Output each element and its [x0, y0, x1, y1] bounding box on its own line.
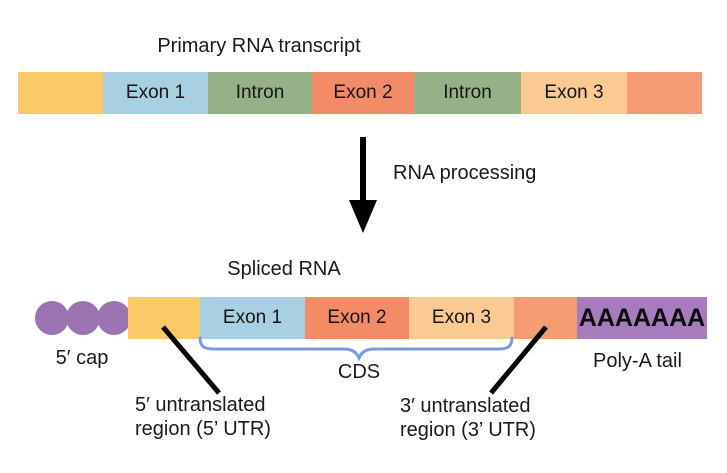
poly-a-tail-label: Poly-A tail: [593, 350, 682, 372]
utr5-label-line2: region (5’ UTR): [135, 418, 271, 440]
utr3-label-line2: region (3’ UTR): [400, 419, 536, 441]
cds-label: CDS: [337, 361, 381, 383]
cds-brace: [198, 336, 514, 362]
segment-exon-2: Exon 2: [305, 297, 409, 339]
arrow-down-icon: [349, 137, 377, 233]
segment-intron: Intron: [414, 72, 521, 114]
segment-aaaaaaa: AAAAAAA: [577, 297, 707, 339]
cap-circle-icon: [35, 301, 69, 335]
process-arrow-label: RNA processing: [393, 162, 537, 184]
cap-circle-icon: [66, 301, 100, 335]
primary-transcript-title: Primary RNA transcript: [157, 35, 361, 57]
segment-exon-1: Exon 1: [200, 297, 305, 339]
five-prime-cap-label: 5′ cap: [55, 347, 109, 369]
spliced-rna-title: Spliced RNA: [227, 258, 341, 280]
segment-exon-1: Exon 1: [103, 72, 208, 114]
segment-exon-2: Exon 2: [312, 72, 414, 114]
utr3-label: 3′ untranslated region (3’ UTR): [400, 394, 536, 442]
segment-blank: [627, 72, 702, 114]
segment-exon-3: Exon 3: [521, 72, 627, 114]
utr5-label: 5′ untranslated region (5’ UTR): [135, 393, 271, 441]
cap-circle-icon: [97, 301, 131, 335]
utr3-pointer-line: [489, 325, 548, 395]
segment-blank: [514, 297, 577, 339]
utr5-pointer-line: [161, 325, 221, 395]
segment-blank: [18, 72, 103, 114]
segment-intron: Intron: [208, 72, 312, 114]
segment-exon-3: Exon 3: [409, 297, 514, 339]
utr3-label-line1: 3′ untranslated: [400, 395, 531, 417]
utr5-label-line1: 5′ untranslated: [135, 394, 266, 416]
